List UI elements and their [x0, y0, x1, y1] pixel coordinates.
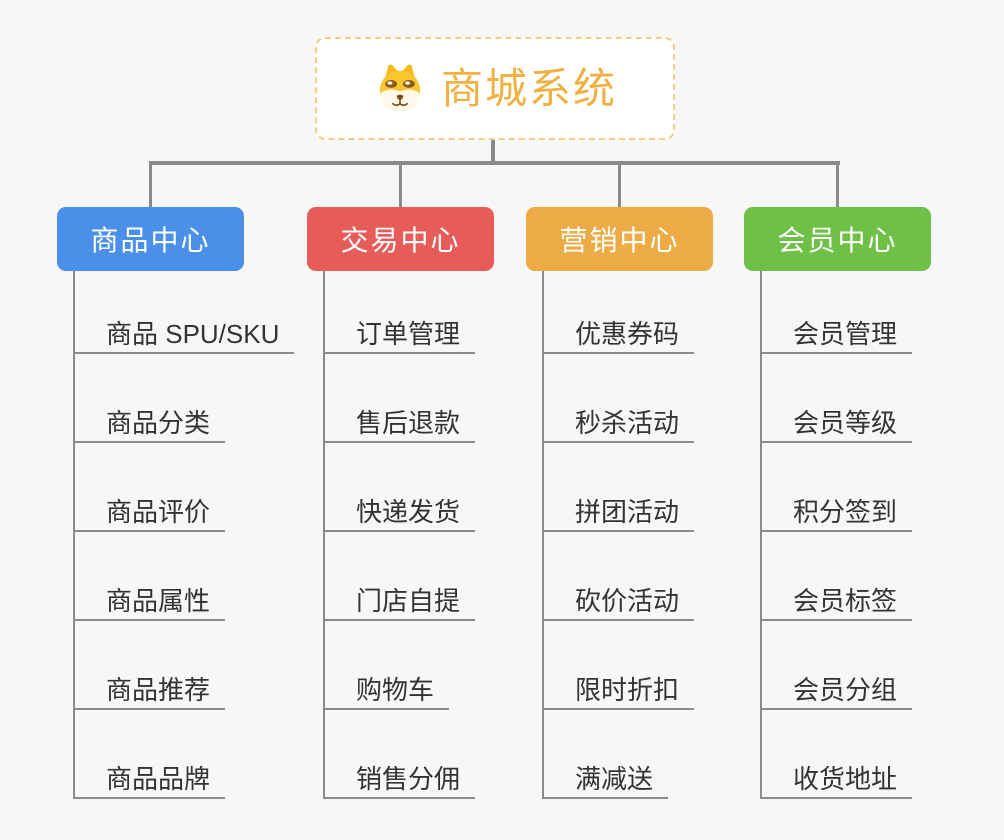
branch-drop-line: [836, 163, 839, 207]
branch-box-trade-center[interactable]: 交易中心: [307, 207, 494, 271]
child-node[interactable]: 商品推荐: [75, 621, 226, 710]
child-node[interactable]: 订单管理: [325, 265, 476, 354]
branch-box-member-center[interactable]: 会员中心: [744, 207, 931, 271]
branch-drop-line: [618, 163, 621, 207]
root-title: 商城系统: [440, 64, 617, 112]
child-node[interactable]: 优惠券码: [544, 265, 695, 354]
child-node[interactable]: 积分签到: [762, 443, 913, 532]
branch-children-member-center: 会员管理 会员等级 积分签到 会员标签 会员分组 收货地址: [760, 265, 913, 799]
child-node[interactable]: 会员管理: [762, 265, 913, 354]
child-node[interactable]: 满减送: [544, 710, 669, 799]
child-node[interactable]: 砍价活动: [544, 532, 695, 621]
branch-children-trade-center: 订单管理 售后退款 快递发货 门店自提 购物车 销售分佣: [323, 265, 476, 799]
child-node[interactable]: 售后退款: [325, 354, 476, 443]
dog-face-icon: [379, 64, 421, 111]
branch-drop-line: [149, 163, 152, 207]
child-node[interactable]: 限时折扣: [544, 621, 695, 710]
branch-rail-line: [149, 161, 840, 165]
child-node[interactable]: 快递发货: [325, 443, 476, 532]
branch-box-product-center[interactable]: 商品中心: [57, 207, 244, 271]
child-node[interactable]: 门店自提: [325, 532, 476, 621]
child-node[interactable]: 会员分组: [762, 621, 913, 710]
child-node[interactable]: 会员等级: [762, 354, 913, 443]
child-node[interactable]: 销售分佣: [325, 710, 476, 799]
child-node[interactable]: 商品 SPU/SKU: [75, 265, 295, 354]
child-node[interactable]: 收货地址: [762, 710, 913, 799]
child-node[interactable]: 购物车: [325, 621, 450, 710]
branch-box-marketing-center[interactable]: 营销中心: [526, 207, 713, 271]
branch-drop-line: [399, 163, 402, 207]
branch-children-marketing-center: 优惠券码 秒杀活动 拼团活动 砍价活动 限时折扣 满减送: [542, 265, 695, 799]
child-node[interactable]: 秒杀活动: [544, 354, 695, 443]
child-node[interactable]: 会员标签: [762, 532, 913, 621]
child-node[interactable]: 商品品牌: [75, 710, 226, 799]
child-node[interactable]: 商品分类: [75, 354, 226, 443]
root-stem-line: [491, 140, 495, 164]
root-node[interactable]: 商城系统: [315, 37, 675, 140]
branch-children-product-center: 商品 SPU/SKU 商品分类 商品评价 商品属性 商品推荐 商品品牌: [73, 265, 295, 799]
child-node[interactable]: 商品评价: [75, 443, 226, 532]
child-node[interactable]: 拼团活动: [544, 443, 695, 532]
child-node[interactable]: 商品属性: [75, 532, 226, 621]
